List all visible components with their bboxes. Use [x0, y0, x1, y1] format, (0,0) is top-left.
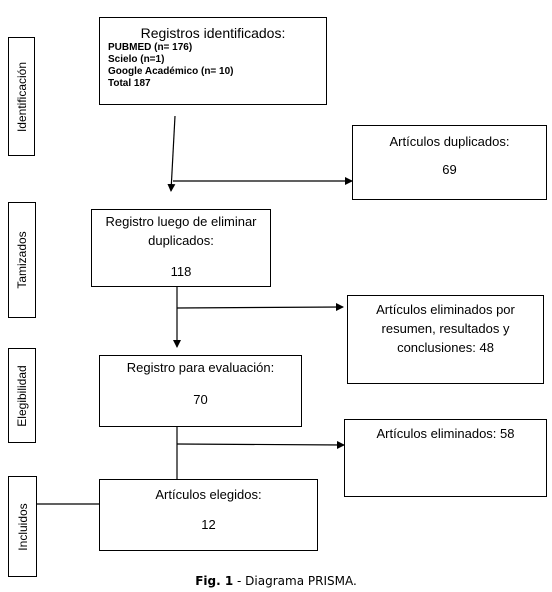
included-box: Artículos elegidos: 12: [99, 479, 318, 551]
source-google-scholar: Google Académico (n= 10): [108, 66, 234, 77]
included-count: 12: [201, 517, 216, 532]
after-duplicates-box: Registro luego de eliminar duplicados: 1…: [91, 209, 271, 287]
source-scielo: Scielo (n=1): [108, 54, 165, 65]
figure-caption-label: Fig. 1: [195, 574, 234, 588]
source-pubmed: PUBMED (n= 176): [108, 42, 193, 53]
records-identified-title: Registros identificados:: [140, 25, 286, 41]
duplicates-count: 69: [442, 162, 457, 177]
evaluation-count: 70: [193, 392, 208, 407]
after-duplicates-title: Registro luego de eliminar duplicados:: [105, 214, 257, 248]
excluded-title: Artículos eliminados: 58: [376, 426, 515, 441]
duplicates-title: Artículos duplicados:: [389, 134, 510, 149]
source-total: Total 187: [108, 78, 151, 89]
stage-identification: Identificación: [8, 37, 35, 156]
evaluation-box: Registro para evaluación: 70: [99, 355, 302, 427]
records-sources-list: PUBMED (n= 176) Scielo (n=1) Google Acad…: [108, 42, 234, 90]
records-identified-box: Registros identificados: PUBMED (n= 176)…: [99, 17, 327, 105]
stage-screening-label: Tamizados: [15, 231, 29, 289]
figure-caption: Fig. 1 - Diagrama PRISMA.: [0, 574, 552, 588]
arrow-identified-to-screened: [167, 115, 176, 192]
figure-caption-text: - Diagrama PRISMA.: [233, 574, 357, 588]
stage-eligibility: Elegibilidad: [8, 348, 36, 443]
included-title: Artículos elegidos:: [155, 487, 262, 502]
after-duplicates-count: 118: [170, 264, 192, 279]
stage-included: Incluidos: [8, 476, 37, 577]
stage-screening: Tamizados: [8, 202, 36, 318]
arrow-to-excluded: [176, 440, 345, 449]
duplicates-box: Artículos duplicados: 69: [352, 125, 547, 200]
excluded-abstract-box: Artículos eliminados por resumen, result…: [347, 295, 544, 384]
excluded-box: Artículos eliminados: 58: [344, 419, 547, 497]
stage-identification-label: Identificación: [14, 61, 29, 132]
stage-eligibility-label: Elegibilidad: [15, 364, 29, 427]
stage-included-label: Incluidos: [15, 502, 30, 551]
evaluation-title: Registro para evaluación:: [126, 360, 275, 375]
arrow-to-excluded-abstract: [176, 303, 344, 312]
excluded-abstract-text: Artículos eliminados por resumen, result…: [376, 302, 515, 355]
flow-connectors: [36, 115, 353, 505]
